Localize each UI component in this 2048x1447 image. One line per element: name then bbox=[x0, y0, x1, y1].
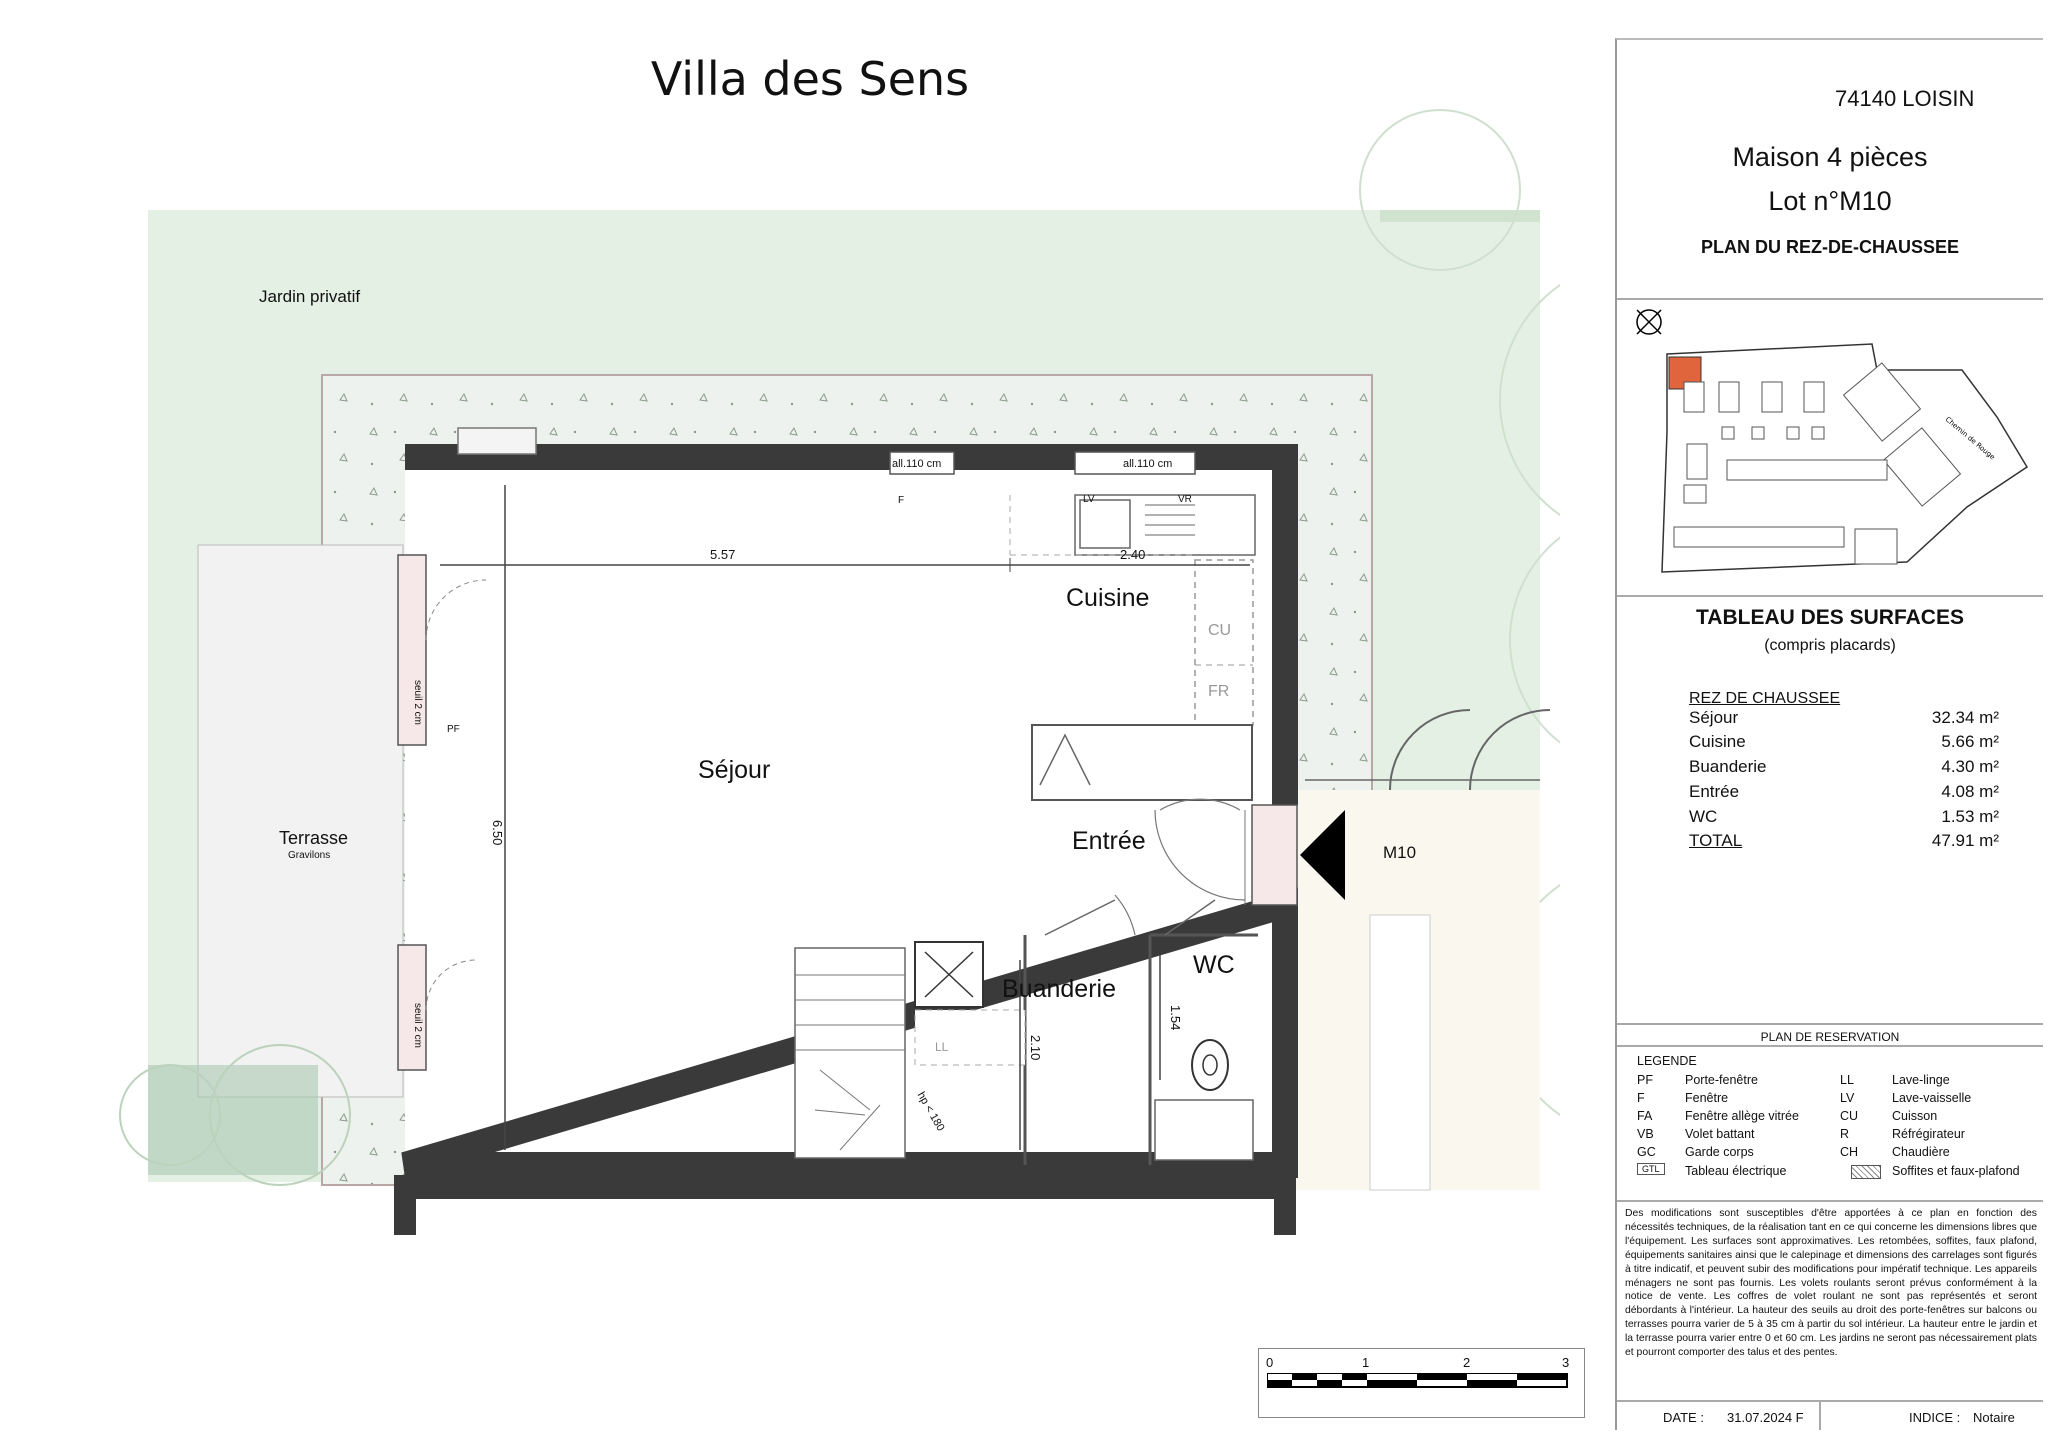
dimension-height-buanderie: 2.10 bbox=[1028, 1035, 1043, 1061]
dimension-width-main: 5.57 bbox=[710, 547, 736, 562]
terrace-area bbox=[197, 544, 404, 1098]
disclaimer-text: Des modifications sont susceptibles d'êt… bbox=[1625, 1208, 2037, 1359]
index-value: Notaire bbox=[1973, 1410, 2015, 1425]
terrace-label: Terrasse bbox=[279, 828, 349, 848]
terrace-sublabel: Gravilons bbox=[288, 850, 331, 861]
room-label-entree: Entrée bbox=[1072, 827, 1146, 855]
entrance-arrow bbox=[1300, 810, 1345, 900]
surfaces-subtitle: (compris placards) bbox=[1764, 637, 1896, 654]
shutter-annotation: VR bbox=[1178, 494, 1192, 505]
room-label-buanderie: Buanderie bbox=[1002, 975, 1116, 1003]
cooking-annotation: CU bbox=[1208, 622, 1232, 639]
reservation-title: PLAN DE RESERVATION bbox=[1760, 1030, 1900, 1044]
plan-title: PLAN DU REZ-DE-CHAUSSEE bbox=[1700, 237, 1959, 257]
house-type-label: Maison 4 pièces bbox=[1732, 142, 1928, 172]
page-title: Villa des Sens bbox=[650, 52, 970, 106]
legend-title: LEGENDE bbox=[1637, 1054, 1697, 1068]
scale-bar: 0 1 2 3 bbox=[1258, 1348, 1585, 1418]
threshold-annotation-1: seuil 2 cm bbox=[412, 680, 423, 726]
washing-machine-annotation: LL bbox=[935, 1040, 949, 1054]
date-value: 31.07.2024 F bbox=[1727, 1410, 1804, 1425]
patio-door-annotation: PF bbox=[447, 724, 460, 735]
date-label: DATE : bbox=[1663, 1410, 1704, 1425]
room-label-wc: WC bbox=[1193, 951, 1235, 979]
room-label-cuisine: Cuisine bbox=[1066, 584, 1150, 612]
floor-plan bbox=[119, 109, 1560, 1235]
north-arrow-icon bbox=[1636, 309, 1662, 335]
lot-tag: M10 bbox=[1383, 843, 1417, 862]
threshold-annotation-2: seuil 2 cm bbox=[412, 1003, 423, 1049]
window-annotation-left: all.110 cm bbox=[892, 458, 942, 470]
site-plan-thumbnail: Chemin de Rouge bbox=[1636, 309, 2029, 573]
soffit-hatch-icon bbox=[1851, 1165, 1881, 1179]
garden-label: Jardin privatif bbox=[259, 287, 361, 306]
dimension-height-main: 6.50 bbox=[490, 820, 505, 846]
fridge-annotation: FR bbox=[1208, 683, 1230, 700]
room-label-sejour: Séjour bbox=[698, 756, 771, 784]
surfaces-title: TABLEAU DES SURFACES bbox=[1696, 606, 1964, 629]
entrance-door bbox=[1251, 804, 1298, 906]
title-block: 74140 LOISIN Maison 4 pièces Lot n°M10 P… bbox=[1615, 38, 2043, 1430]
index-label: INDICE : bbox=[1909, 1410, 1961, 1425]
dimension-width-kitchen: 2.40 bbox=[1120, 547, 1146, 562]
lot-label: Lot n°M10 bbox=[1768, 186, 1892, 216]
dishwasher-annotation: LV bbox=[1083, 494, 1095, 505]
window-code-annotation: F bbox=[898, 495, 905, 506]
dimension-height-wc: 1.54 bbox=[1168, 1005, 1183, 1031]
location-label: 74140 LOISIN bbox=[1835, 86, 1975, 111]
level-label: REZ DE CHAUSSEE bbox=[1689, 690, 1841, 707]
window-annotation-right: all.110 cm bbox=[1123, 458, 1173, 470]
